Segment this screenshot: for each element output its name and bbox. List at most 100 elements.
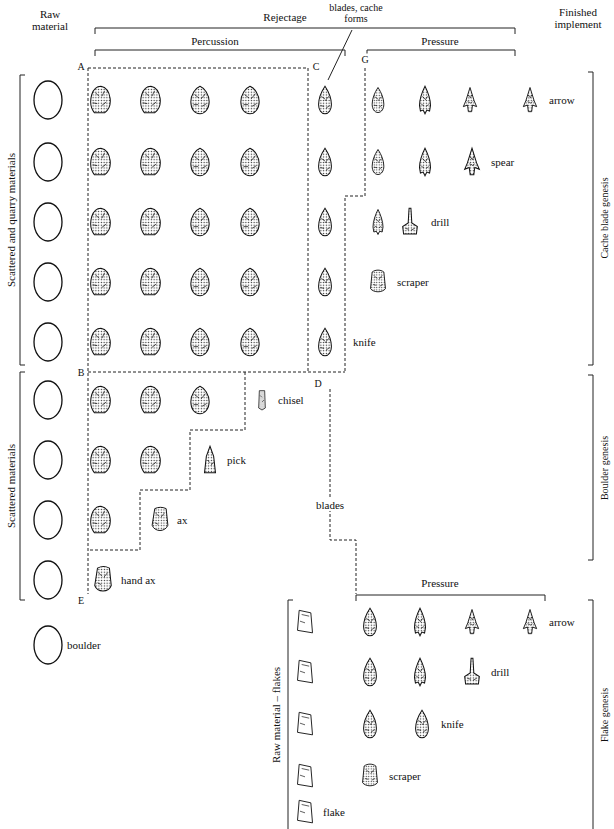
raw-flake [298, 712, 313, 735]
ax-tool [152, 507, 168, 530]
stone-stage [191, 328, 209, 356]
stone-stage [91, 446, 110, 473]
group-bracket [20, 75, 25, 365]
knife-blade [319, 328, 332, 356]
stone-stage [91, 208, 110, 235]
stone-stage [141, 446, 160, 473]
raw-nodule [34, 381, 62, 419]
stone-stage [91, 148, 110, 175]
implement-label: arrow [548, 616, 576, 628]
group-bracket [588, 600, 593, 829]
stone-stage [364, 658, 377, 686]
stone-stage [241, 86, 259, 114]
raw-flake [298, 764, 313, 787]
point-letter: A [76, 61, 85, 72]
implement-label: pick [226, 454, 247, 466]
stone-stage [141, 86, 160, 113]
stone-stage [241, 208, 259, 236]
implement-label: knife [352, 336, 377, 348]
pick-tool [205, 446, 216, 473]
raw-nodule [34, 441, 62, 479]
stone-stage [191, 268, 209, 296]
stone-stage [420, 148, 431, 176]
stone-stage [191, 148, 209, 176]
implement-label: scraper [396, 276, 430, 288]
dashed-boundary [88, 68, 308, 372]
column-heading: Finished implement [546, 6, 610, 30]
percussion-bracket [95, 50, 345, 56]
stone-stage [465, 610, 478, 634]
implement-label: boulder [66, 639, 102, 651]
implement-label: ax [176, 514, 188, 526]
implement-label: spear [490, 156, 515, 168]
stone-stage [91, 506, 110, 533]
point-letter: E [77, 595, 85, 606]
raw-nodule [34, 561, 62, 599]
stone-stage [319, 268, 332, 296]
group-bracket [588, 72, 593, 365]
implement-label: drill [430, 216, 450, 228]
dashed-boundary [345, 68, 365, 372]
column-heading: Pressure [420, 35, 459, 47]
arrow-point [523, 610, 536, 634]
stone-stage [364, 608, 377, 636]
implement-label: scraper [388, 770, 422, 782]
stone-stage [241, 328, 259, 356]
stone-stage [415, 658, 426, 686]
stone-stage [372, 150, 384, 175]
stone-stage [191, 208, 209, 236]
implement-label: knife [440, 718, 465, 730]
drill-point [465, 658, 480, 684]
rejectage-bracket [95, 28, 515, 34]
implement-label: drill [490, 666, 510, 678]
dashed-boundary [88, 372, 245, 550]
scraper-tool [363, 764, 378, 786]
raw-flake [298, 800, 313, 823]
raw-nodule [34, 323, 62, 361]
column-heading: Pressure [420, 577, 459, 589]
implement-label: chisel [277, 394, 305, 406]
genesis-label: Cache blade genesis [599, 176, 610, 259]
group-label: Raw material – flakes [270, 666, 282, 764]
stone-stage [191, 386, 209, 414]
dashed-boundary [88, 68, 89, 594]
point-letter: D [313, 378, 322, 389]
group-bracket [20, 372, 25, 600]
genesis-label: Boulder genesis [599, 435, 610, 501]
stone-stage [319, 86, 332, 114]
raw-nodule [34, 501, 62, 539]
genesis-label: Flake genesis [599, 687, 610, 743]
stone-stage [141, 386, 160, 413]
leader-line [328, 30, 352, 80]
stone-stage [141, 328, 160, 355]
hand-ax-tool [95, 567, 112, 591]
group-bracket [288, 600, 293, 829]
column-heading: Percussion [190, 35, 240, 47]
implement-label: hand ax [120, 574, 157, 586]
implement-label: flake [322, 806, 346, 818]
column-note: blades, cache forms [322, 2, 390, 24]
stone-stage [319, 208, 332, 236]
group-bracket [588, 375, 593, 560]
stone-stage [415, 608, 426, 636]
stone-stage [141, 148, 160, 175]
knife-blade [416, 710, 429, 738]
group-label: Scattered and quarry materials [5, 152, 17, 288]
stone-stage [319, 148, 332, 176]
scraper-tool [371, 270, 386, 292]
stone-stage [141, 208, 160, 235]
pressure-bracket [367, 50, 515, 56]
line-label: blades [315, 499, 345, 511]
stone-stage [91, 268, 110, 295]
raw-nodule [34, 203, 62, 241]
raw-flake [298, 660, 313, 683]
stone-stage [372, 88, 384, 113]
dashed-boundary [88, 372, 345, 373]
stone-stage [364, 710, 377, 738]
stone-stage [141, 268, 160, 295]
stone-stage [91, 328, 110, 355]
raw-nodule [34, 81, 62, 119]
chisel-tool [259, 391, 266, 410]
